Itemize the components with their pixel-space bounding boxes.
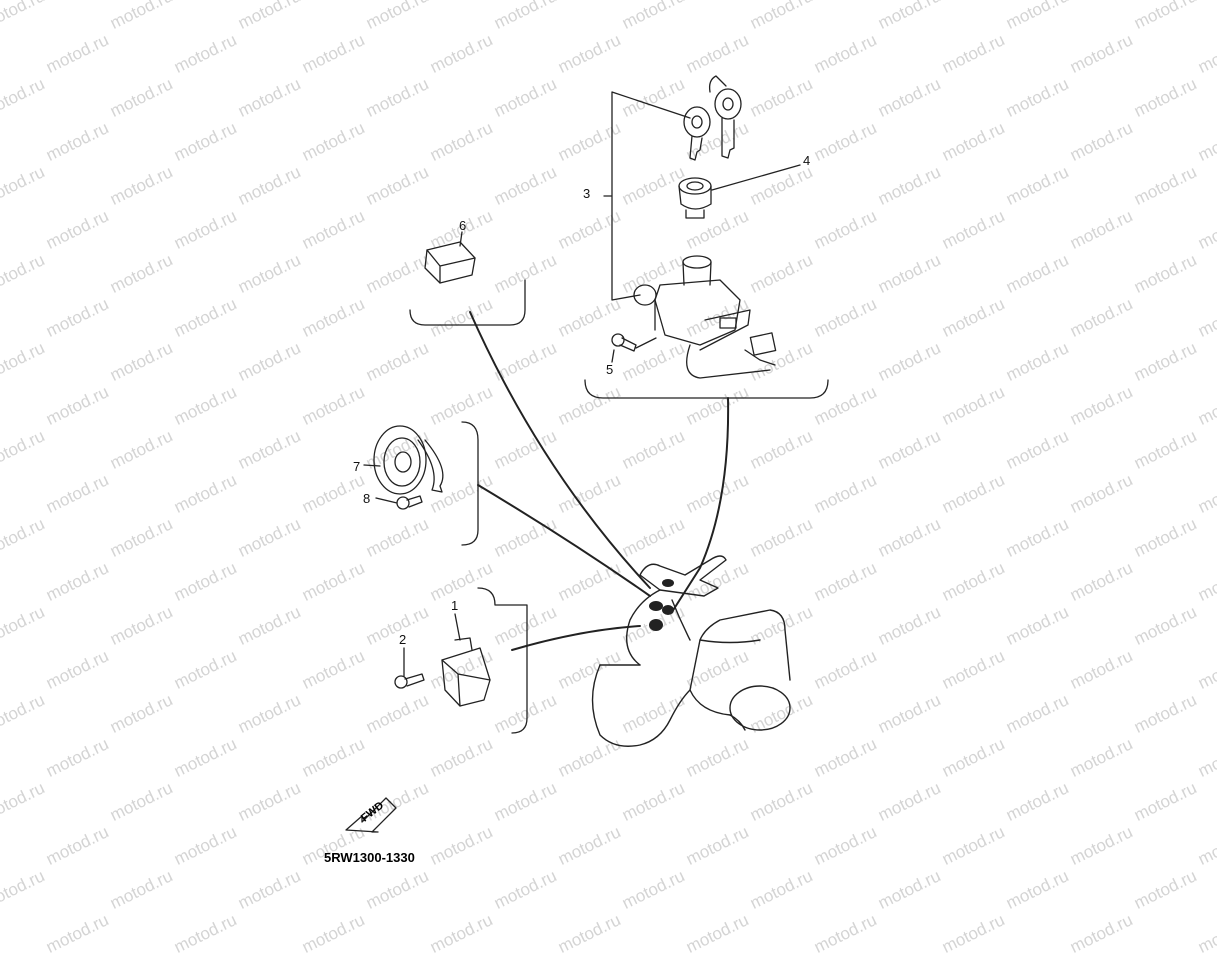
watermark-text: motod.ru <box>939 910 1008 957</box>
leader-4 <box>711 164 801 191</box>
harness-line-3 <box>671 397 730 613</box>
watermark-text: motod.ru <box>811 910 880 957</box>
watermark-text: motod.ru <box>683 910 752 957</box>
harness-line-7 <box>477 484 651 597</box>
callout-7: 7 <box>353 459 361 474</box>
callout-6: 6 <box>459 218 467 233</box>
leader-3 <box>603 91 691 301</box>
bolt-icon-2 <box>394 673 425 689</box>
callout-3: 3 <box>583 186 591 201</box>
diagram-code: 5RW1300-1330 <box>324 850 415 865</box>
lock-cylinder-icon <box>678 177 712 219</box>
callout-2: 2 <box>399 632 407 647</box>
callout-8: 8 <box>363 491 371 506</box>
leader-8 <box>375 497 398 504</box>
leader-6 <box>459 231 463 247</box>
fwd-arrow-icon <box>345 797 397 833</box>
callout-5: 5 <box>606 362 614 377</box>
key-icons <box>683 75 742 161</box>
bolt-icon-5 <box>611 333 637 352</box>
bracket-mid-left <box>461 421 479 546</box>
watermark-text: motod.ru <box>171 910 240 957</box>
leader-5 <box>611 337 657 363</box>
watermark-text: motod.ru <box>43 910 112 957</box>
harness-line-6 <box>469 311 651 589</box>
relay-icon-6 <box>424 241 476 284</box>
watermark-text: motod.ru <box>1067 910 1136 957</box>
leader-7 <box>363 464 381 467</box>
parts-diagram <box>345 75 829 833</box>
bracket-top-right <box>584 379 829 399</box>
scooter-outline <box>591 555 791 747</box>
leader-1 <box>454 613 461 641</box>
watermark-text: motod.ru <box>1195 910 1217 957</box>
watermark-text: motod.ru <box>555 910 624 957</box>
bracket-top-left <box>409 279 526 326</box>
harness-line-1 <box>511 625 641 651</box>
watermark-text: motod.ru <box>427 910 496 957</box>
horn-icon <box>373 425 444 495</box>
callout-1: 1 <box>451 598 459 613</box>
callout-4: 4 <box>803 153 811 168</box>
watermark-text: motod.ru <box>299 910 368 957</box>
scooter-connectors <box>649 579 674 631</box>
main-switch-icon <box>633 255 777 379</box>
relay-icon-1 <box>441 637 491 707</box>
bracket-bottom-left <box>477 587 528 734</box>
bolt-icon-8 <box>396 495 423 510</box>
